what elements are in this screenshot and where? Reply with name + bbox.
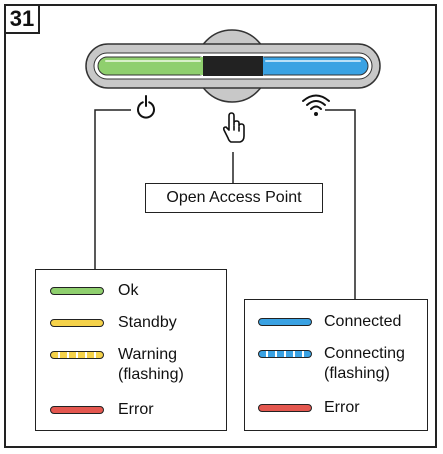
legend-label: Ok (118, 282, 139, 299)
wifi-led-segment (255, 56, 369, 76)
power-connector-line (94, 109, 131, 269)
wifi-led-legend: Connected Connecting (flashing) Error (244, 299, 428, 431)
open-access-point-label: Open Access Point (145, 183, 323, 213)
touch-finger-icon (222, 112, 245, 143)
legend-label: Connecting (324, 345, 405, 362)
wifi-icon (302, 94, 330, 116)
power-led-segment (97, 56, 209, 76)
legend-label: Error (118, 401, 154, 418)
connector-lines (94, 109, 356, 299)
wifi-connector-line (325, 109, 356, 299)
legend-swatch (50, 351, 104, 359)
legend-swatch (50, 319, 104, 327)
legend-label: Warning (118, 346, 177, 363)
legend-swatch (50, 406, 104, 414)
power-icon (137, 95, 155, 119)
touch-zone (203, 56, 263, 76)
legend-swatch (258, 318, 312, 326)
legend-swatch (258, 404, 312, 412)
legend-label: Error (324, 399, 360, 416)
legend-label: Connected (324, 313, 402, 330)
legend-swatch (258, 350, 312, 358)
legend-label: Standby (118, 314, 177, 331)
legend-swatch (50, 287, 104, 295)
figure-number: 31 (4, 4, 40, 34)
legend-label-note: (flashing) (324, 365, 390, 382)
legend-label-note: (flashing) (118, 366, 184, 383)
power-led-legend: Ok Standby Warning (flashing) Error (35, 269, 227, 431)
